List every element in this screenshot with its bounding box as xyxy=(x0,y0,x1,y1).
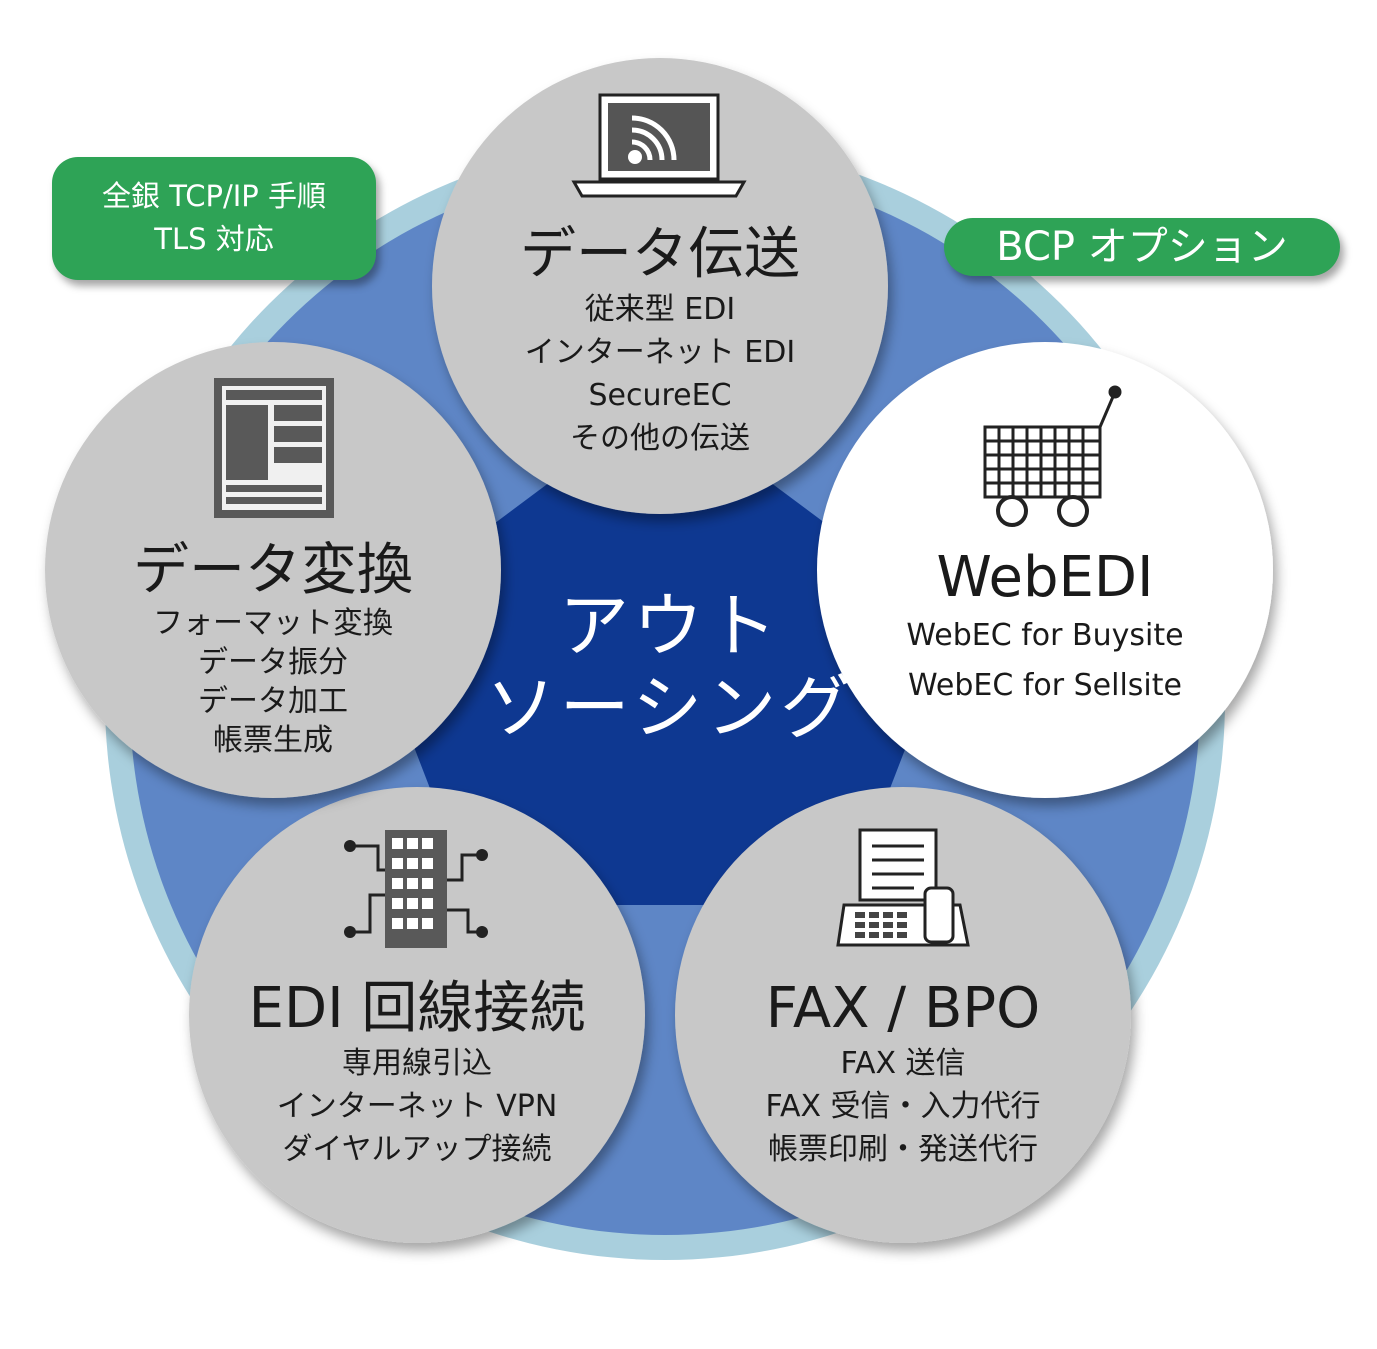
circle-fax-bpo xyxy=(675,787,1131,1243)
service-item: WebEC for Sellsite xyxy=(908,668,1182,703)
service-item: 専用線引込 xyxy=(342,1046,492,1081)
service-item: フォーマット変換 xyxy=(153,606,393,641)
service-edi-line: EDI 回線接続 専用線引込 インターネット VPN ダイヤルアップ接続 xyxy=(217,976,617,1171)
service-title: データ伝送 xyxy=(520,222,800,287)
service-item: 従来型 EDI xyxy=(584,292,736,327)
service-item: データ振分 xyxy=(198,645,348,680)
service-item: インターネット EDI xyxy=(524,335,796,370)
shopping-cart-icon xyxy=(983,385,1122,527)
center-label-line2: ソーシング xyxy=(485,667,855,749)
tls-badge-line1: 全銀 TCP/IP 手順 xyxy=(102,179,326,213)
circle-data-conversion xyxy=(45,342,501,798)
service-fax-bpo: FAX / BPO FAX 送信 FAX 受信・入力代行 帳票印刷・発送代行 xyxy=(703,976,1103,1171)
circle-edi-line xyxy=(189,787,645,1243)
tls-badge-line2: TLS 対応 xyxy=(154,222,274,256)
circle-webedi xyxy=(817,342,1273,798)
service-item: SecureEC xyxy=(588,378,732,413)
service-item: ダイヤルアップ接続 xyxy=(282,1132,552,1167)
laptop-wireless-icon xyxy=(571,93,747,198)
building-network-icon xyxy=(344,830,488,948)
tls-badge: 全銀 TCP/IP 手順 TLS 対応 xyxy=(52,157,376,280)
center-label: アウト ソーシング xyxy=(430,585,910,749)
service-item: データ加工 xyxy=(198,684,348,719)
circle-data-transfer xyxy=(432,58,888,514)
bcp-option-badge: BCP オプション xyxy=(944,218,1340,276)
service-item: インターネット VPN xyxy=(276,1089,558,1124)
service-item: 帳票生成 xyxy=(213,723,333,758)
service-data-conversion: データ変換 フォーマット変換 データ振分 データ加工 帳票生成 xyxy=(73,538,473,760)
center-label-line1: アウト xyxy=(559,585,781,667)
service-title: EDI 回線接続 xyxy=(248,976,586,1041)
service-title: データ変換 xyxy=(133,538,413,603)
service-title: WebEDI xyxy=(936,545,1154,610)
service-webedi: WebEDI WebEC for Buysite WebEC for Sells… xyxy=(845,545,1245,711)
fax-machine-icon xyxy=(836,828,970,947)
service-item: FAX 送信 xyxy=(840,1046,966,1081)
service-item: FAX 受信・入力代行 xyxy=(765,1089,1041,1124)
service-item: WebEC for Buysite xyxy=(906,618,1184,653)
center-pentagon xyxy=(365,400,955,905)
service-title: FAX / BPO xyxy=(765,976,1041,1041)
service-item: 帳票印刷・発送代行 xyxy=(768,1132,1038,1167)
service-item: その他の伝送 xyxy=(570,421,750,456)
document-layout-icon xyxy=(214,378,334,518)
service-data-transfer: データ伝送 従来型 EDI インターネット EDI SecureEC その他の伝… xyxy=(460,222,860,460)
